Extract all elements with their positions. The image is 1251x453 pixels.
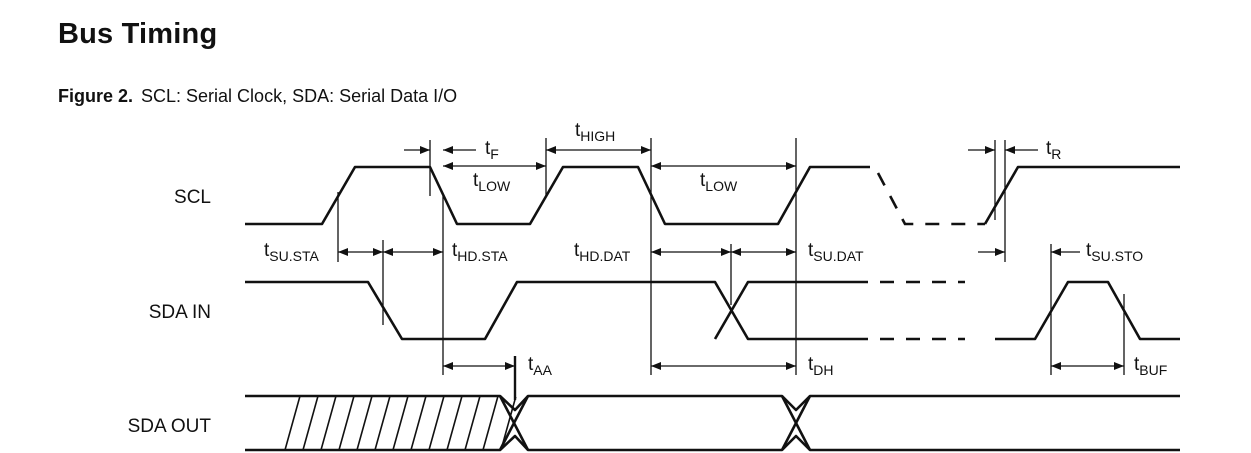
figure-caption: Figure 2. SCL: Serial Clock, SDA: Serial … bbox=[58, 86, 457, 107]
sda-in-cross bbox=[713, 280, 868, 340]
label-tlow-2: tLOW bbox=[700, 170, 738, 194]
sda-out-cross-1b bbox=[498, 395, 530, 451]
sda-out-top bbox=[245, 394, 1180, 412]
scl-waveform bbox=[245, 165, 870, 226]
figure-label: Figure 2. bbox=[58, 86, 134, 106]
label-tr: tR bbox=[1046, 138, 1061, 162]
sda-out-cross-2b bbox=[780, 395, 812, 451]
sda-in-start bbox=[245, 280, 868, 341]
label-tdh: tDH bbox=[808, 354, 834, 378]
scl-waveform-end bbox=[983, 165, 1180, 225]
sda-in-stop bbox=[995, 280, 1180, 341]
label-tsusta: tSU.STA bbox=[264, 240, 319, 264]
label-tsudat: tSU.DAT bbox=[808, 240, 864, 264]
label-thigh: tHIGH bbox=[575, 120, 615, 144]
figure-caption-text: SCL: Serial Clock, SDA: Serial Data I/O bbox=[141, 86, 458, 106]
section-heading: Bus Timing bbox=[58, 18, 218, 50]
sda-out-bottom bbox=[245, 434, 1180, 452]
label-tsusto: tSU.STO bbox=[1086, 240, 1143, 264]
signal-label-sda-out: SDA OUT bbox=[128, 416, 212, 437]
label-thdsta: tHD.STA bbox=[452, 240, 508, 264]
label-tf: tF bbox=[485, 138, 499, 162]
label-tlow-1: tLOW bbox=[473, 170, 511, 194]
label-thddat: tHD.DAT bbox=[574, 240, 631, 264]
label-tbuf: tBUF bbox=[1134, 354, 1167, 378]
signal-label-scl: SCL bbox=[174, 187, 211, 208]
sda-out-hatch bbox=[284, 397, 517, 450]
scl-dashed-segment bbox=[876, 172, 985, 226]
label-taa: tAA bbox=[528, 354, 553, 378]
signal-label-sda-in: SDA IN bbox=[149, 302, 211, 323]
